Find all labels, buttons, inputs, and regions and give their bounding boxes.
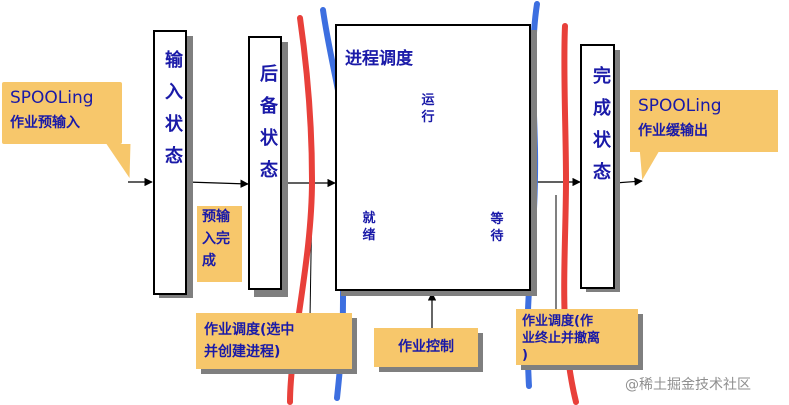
- waiting-label: 等待: [490, 212, 504, 244]
- job-sched-finish-line2: 业终止并撤离: [522, 331, 601, 346]
- backup-state-label: 后备状态: [257, 64, 278, 192]
- job-sched-create-line1: 作业调度(选中: [204, 322, 295, 338]
- flow-arrow-2: [186, 179, 249, 188]
- spooling-input-title: SPOOLing: [10, 88, 94, 108]
- job-sched-create-note: 作业调度(选中 并创建进程): [196, 313, 352, 369]
- spooling-input-subtitle: 作业预输入: [10, 115, 80, 131]
- preinput-done-note: 预输 入完 成: [197, 206, 242, 282]
- job-sched-finish-note: 作业调度(作 业终止并撤离 ): [516, 309, 638, 365]
- preinput-done-line1: 预输: [202, 209, 230, 225]
- spooling-output-title: SPOOLing: [638, 96, 722, 116]
- watermark: @稀土掘金技术社区: [625, 377, 751, 393]
- completed-state-label: 完成状态: [590, 66, 611, 194]
- spooling-output-subtitle: 作业缓输出: [638, 123, 708, 139]
- preinput-done-line3: 成: [202, 253, 216, 269]
- ready-label: 就绪: [362, 211, 376, 243]
- input-state-label: 输入状态: [162, 50, 183, 178]
- backup-state-box: 后备状态: [248, 36, 282, 290]
- job-sched-create-line2: 并创建进程): [204, 344, 281, 360]
- preinput-done-line2: 入完: [202, 231, 230, 247]
- process-scheduling-box: 进程调度: [335, 24, 531, 291]
- job-sched-finish-line1: 作业调度(作: [522, 314, 593, 329]
- running-label: 运行: [421, 93, 435, 125]
- process-scheduling-title: 进程调度: [345, 49, 413, 69]
- completed-state-box: 完成状态: [580, 44, 615, 289]
- job-control-label: 作业控制: [398, 339, 454, 355]
- spooling-output-callout: SPOOLing 作业缓输出: [630, 90, 778, 152]
- job-sched-finish-line3: ): [522, 348, 528, 363]
- input-state-box: 输入状态: [153, 30, 187, 295]
- job-control-note: 作业控制: [374, 328, 478, 367]
- spooling-input-callout: SPOOLing 作业预输入: [2, 82, 122, 144]
